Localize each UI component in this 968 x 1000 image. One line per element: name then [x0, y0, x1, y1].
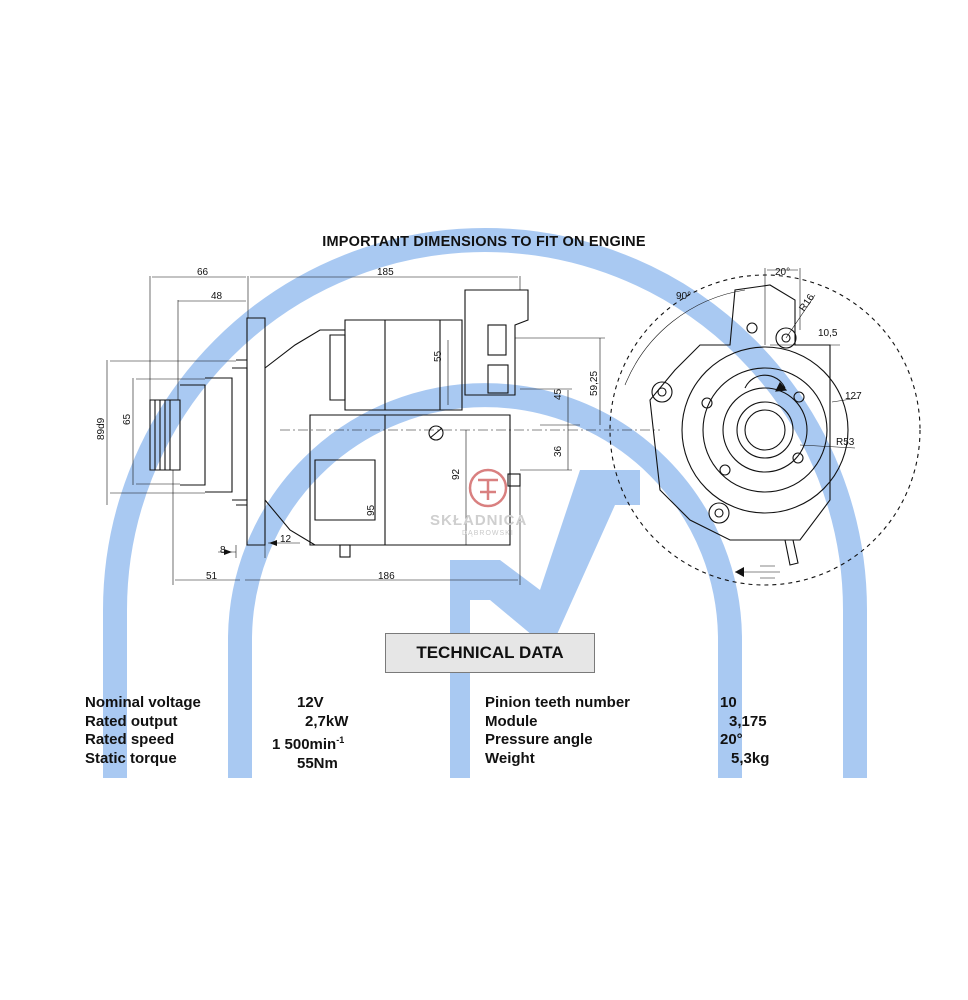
spec-value: 5,3kg — [731, 749, 770, 767]
dim-89d9: 89d9 — [96, 417, 107, 440]
dim-66: 66 — [197, 267, 209, 278]
specs-left-values: 12V 2,7kW 1 500min-1 55Nm — [272, 694, 348, 773]
dim-185: 185 — [377, 267, 394, 278]
motor-body — [309, 414, 511, 546]
watermark-name: SKŁADNICA — [430, 512, 528, 529]
dim-36: 36 — [553, 445, 564, 457]
watermark-logo — [468, 468, 508, 508]
spec-value-sup: -1 — [336, 735, 345, 745]
solenoid — [344, 319, 463, 411]
spec-label: Static torque — [85, 749, 177, 767]
dim-angle-90: 90° — [676, 291, 691, 302]
specs-right-labels: Pinion teeth number Module Pressure angl… — [485, 694, 630, 768]
dim-10-5: 10,5 — [818, 328, 838, 339]
dim-127: 127 — [845, 391, 862, 402]
spec-value: 1 500min — [272, 736, 337, 753]
spec-value: 3,175 — [729, 712, 767, 730]
spec-value: 20° — [720, 731, 743, 748]
spec-value-speed: 1 500min-1 — [272, 731, 348, 755]
technical-data-header: TECHNICAL DATA — [385, 633, 595, 673]
end-view-pinion — [736, 401, 794, 459]
dim-r16: R16 — [797, 292, 817, 314]
dim-8: 8 — [220, 545, 226, 556]
dim-59-25: 59,25 — [589, 371, 600, 396]
dim-48: 48 — [211, 291, 223, 302]
dim-65: 65 — [122, 413, 133, 425]
technical-data-title: TECHNICAL DATA — [416, 643, 564, 662]
page-title: IMPORTANT DIMENSIONS TO FIT ON ENGINE — [322, 234, 646, 250]
dim-45: 45 — [553, 388, 564, 400]
dim-92: 92 — [451, 468, 462, 480]
dim-186: 186 — [378, 571, 395, 582]
spec-value: 2,7kW — [305, 712, 349, 730]
spec-label: Pressure angle — [485, 731, 593, 748]
spec-label: Rated output — [85, 712, 178, 730]
spec-label: Weight — [485, 749, 535, 767]
spec-label: Rated speed — [85, 731, 175, 748]
terminal-block — [464, 289, 529, 396]
dim-51: 51 — [206, 571, 218, 582]
dim-95: 95 — [366, 504, 377, 516]
dim-angle-20: 20° — [775, 267, 790, 278]
dim-55: 55 — [433, 350, 444, 362]
mounting-flange — [246, 317, 266, 546]
spec-label: Module — [485, 712, 538, 730]
dim-12: 12 — [280, 534, 292, 545]
spec-value: 55Nm — [297, 754, 338, 772]
dim-r53: R53 — [836, 437, 855, 448]
spec-label: Nominal voltage — [85, 694, 201, 711]
spec-value: 10 — [720, 694, 737, 711]
watermark-sub: DĄBROWSKI — [462, 530, 514, 537]
spec-value: 12V — [297, 694, 324, 711]
spec-label: Pinion teeth number — [485, 694, 631, 711]
specs-right-values: 10 3,175 20° 5,3kg — [720, 694, 769, 768]
specs-left-labels: Nominal voltage Rated output Rated speed… — [85, 694, 201, 768]
